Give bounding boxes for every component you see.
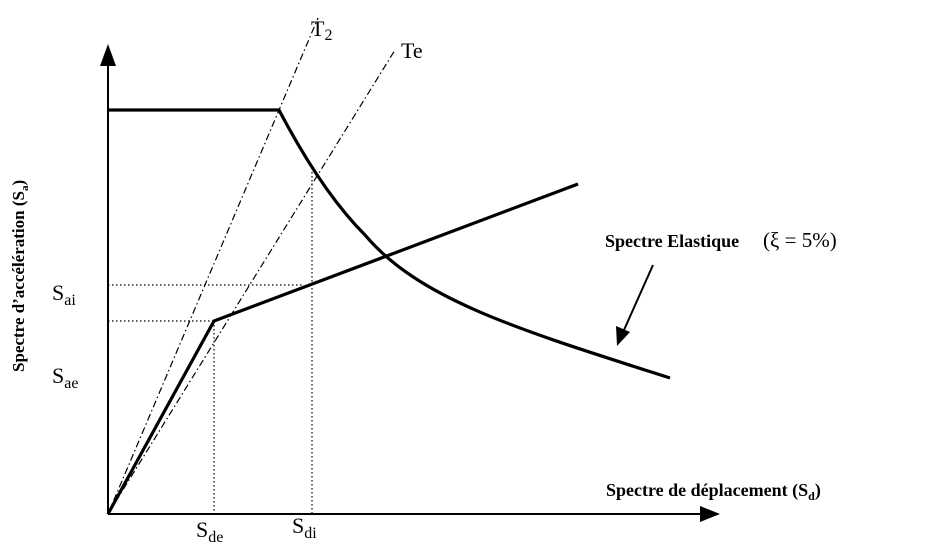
sai-label: Sai [52,280,76,309]
period-line-t2 [107,17,319,515]
capacity-curve [106,182,579,515]
elastic-spectrum-label: Spectre Elastique [605,231,739,251]
x-axis-arrow [700,506,720,522]
elastic-spectrum-curve [108,108,671,380]
sdi-label: Sdi [292,513,317,542]
period-line-te [107,49,396,515]
x-axis-title: Spectre de déplacement (Sd) [606,480,821,503]
y-axis-title: Spectre d’accélération (Sa) [9,180,31,372]
damping-formula: (ξ = 5%) [763,228,837,252]
y-axis-arrow [100,44,116,66]
sae-label: Sae [52,363,78,392]
spectrum-pointer-arrowhead [616,326,630,346]
te-label: Te [401,38,423,63]
spectrum-label-pointer [623,264,654,331]
t2-label: T2 [311,16,332,44]
sde-label: Sde [196,517,223,546]
